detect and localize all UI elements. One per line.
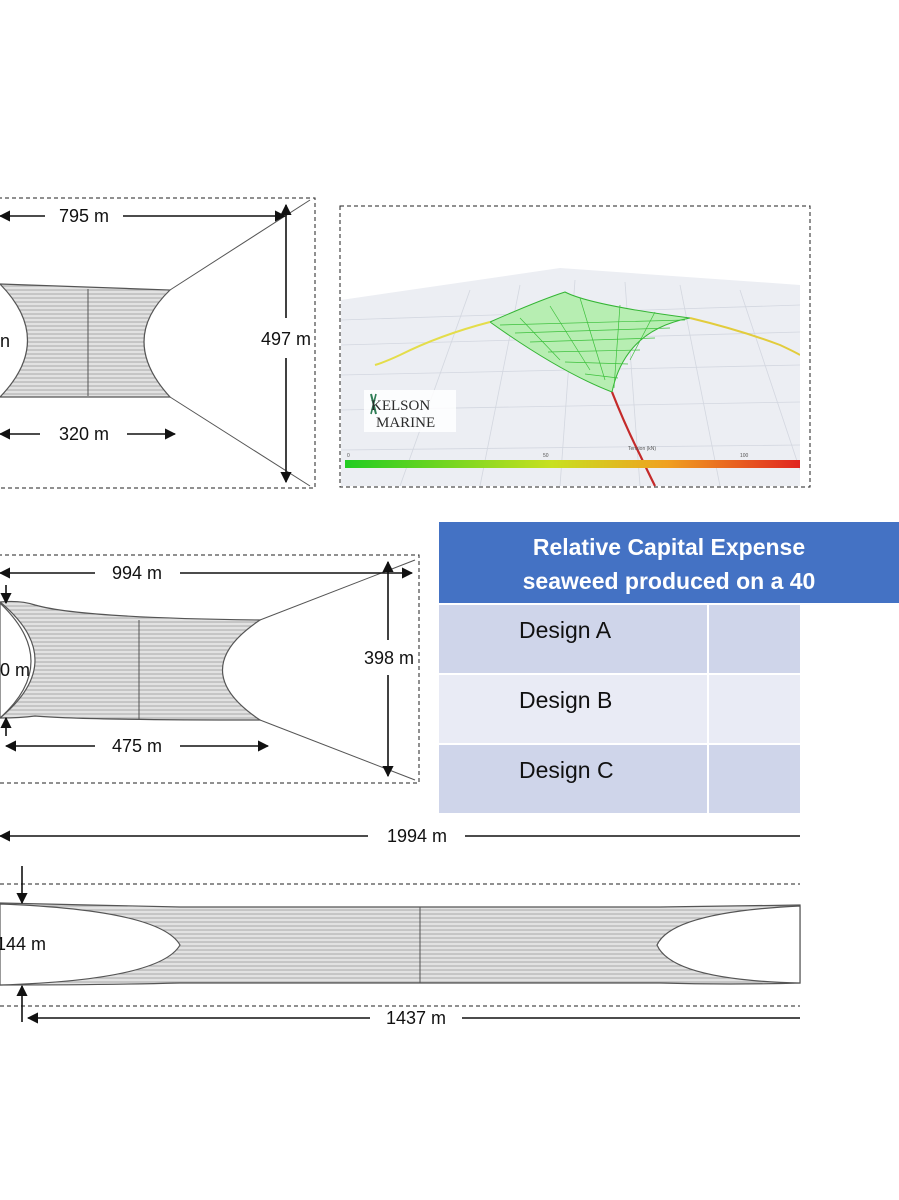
- table-row: Design A: [439, 603, 800, 673]
- tension-tick-0: 0: [347, 453, 350, 459]
- tension-tick-50: 50: [543, 453, 549, 459]
- design-a-inner-label: 320 m: [59, 424, 109, 444]
- design-a-mooring-bottom: [169, 396, 311, 487]
- render-boundary: [339, 205, 811, 488]
- row-label-design-b: Design B: [439, 675, 707, 743]
- design-a-mooring-top: [169, 199, 311, 291]
- design-a-width-label: 795 m: [59, 206, 109, 226]
- design-a-drawing: 795 m 497 m 320 m n: [0, 197, 316, 489]
- design-c-drawing: 1994 m 1437 m 144 m: [0, 826, 801, 1028]
- design-c-inner-label: 1437 m: [386, 1008, 446, 1028]
- capex-table: Relative Capital Expense seaweed produce…: [439, 522, 899, 813]
- design-b-boundary: [0, 554, 420, 784]
- row-label-design-a: Design A: [439, 605, 707, 673]
- design-a-height-label: 497 m: [261, 329, 311, 349]
- design-c-partial-label: 144 m: [0, 934, 46, 954]
- design-b-left-cutout: [0, 602, 32, 719]
- diagram-canvas: 795 m 497 m 320 m n: [0, 197, 811, 1028]
- design-b-inner-label: 475 m: [112, 736, 162, 756]
- design-a-boundary: [0, 197, 316, 489]
- render-panel: KELSON MARINE 0 50 Tension (kN) 100: [339, 205, 811, 488]
- tension-color-bar: [345, 460, 800, 468]
- design-a-grid: [0, 283, 172, 398]
- tension-scale-title: Tension (kN): [628, 446, 656, 452]
- design-b-mooring-bottom: [259, 719, 416, 781]
- design-a-partial-label: n: [0, 331, 10, 351]
- row-value-cell: [707, 675, 800, 743]
- kelson-marine-logo: KELSON MARINE: [364, 390, 456, 432]
- row-label-design-c: Design C: [439, 745, 707, 813]
- design-c-right-cutout: [656, 905, 801, 984]
- render-mesh-lines: [499, 297, 686, 389]
- tension-scale: 0 50 Tension (kN) 100: [345, 446, 800, 468]
- table-header: Relative Capital Expense seaweed produce…: [439, 522, 899, 603]
- render-mooring-front: [610, 391, 656, 487]
- design-b-partial-label: 0 m: [0, 660, 30, 680]
- design-b-drawing: 994 m 398 m 475 m 0 m: [0, 554, 420, 784]
- table-row: Design C: [439, 743, 800, 813]
- render-mooring-left: [374, 321, 491, 366]
- design-b-width-label: 994 m: [112, 563, 162, 583]
- design-b-mooring-top: [259, 559, 416, 621]
- render-seaweed-mesh: [488, 291, 691, 393]
- design-b-height-label: 398 m: [364, 648, 414, 668]
- table-row: Design B: [439, 673, 800, 743]
- design-c-width-label: 1994 m: [387, 826, 447, 846]
- row-value-cell: [707, 605, 800, 673]
- brand-line-1: KELSON: [371, 398, 430, 414]
- row-value-cell: [707, 745, 800, 813]
- tension-tick-100: 100: [740, 453, 749, 459]
- design-b-grid: [0, 600, 262, 721]
- table-header-line-2: seaweed produced on a 40: [522, 568, 816, 594]
- design-c-left-cutout: [0, 903, 181, 986]
- render-mooring-right: [689, 317, 800, 356]
- brand-line-2: MARINE: [376, 415, 435, 431]
- table-header-line-1: Relative Capital Expense: [532, 534, 806, 560]
